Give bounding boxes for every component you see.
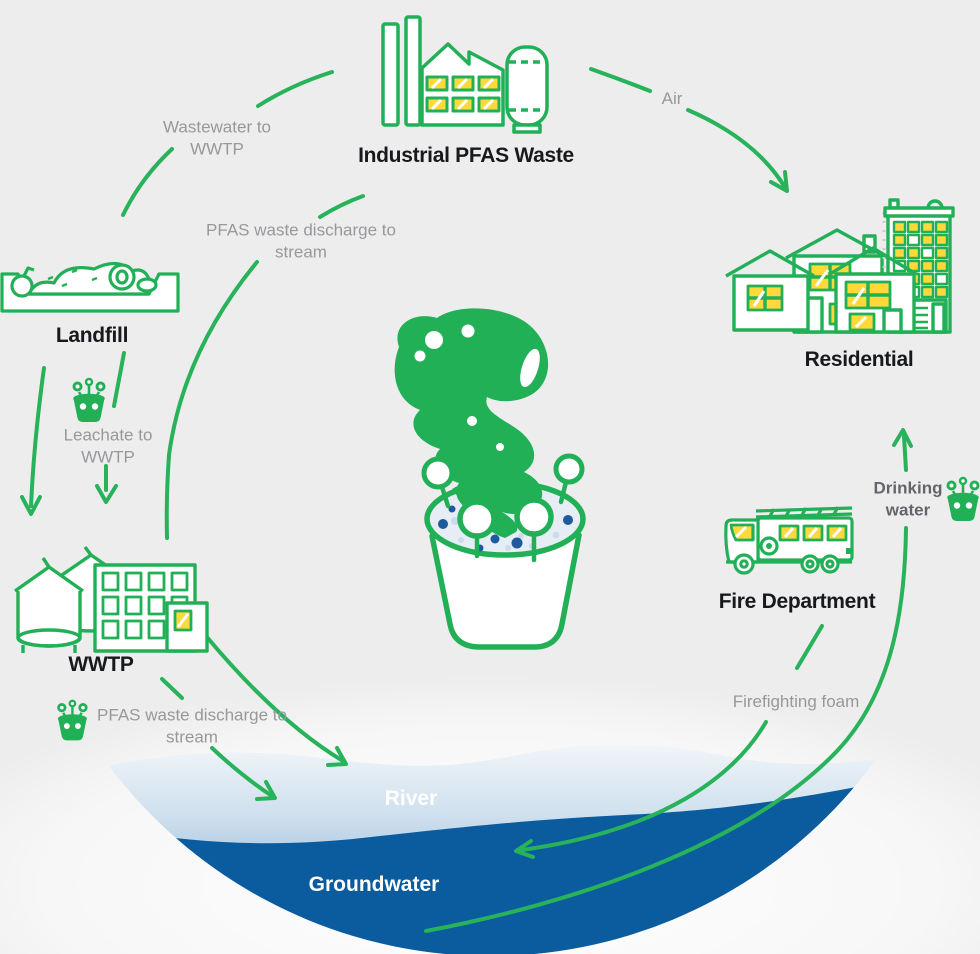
cup-body xyxy=(429,532,582,650)
house-left xyxy=(725,249,815,332)
wwtp-icon xyxy=(14,545,209,653)
label-groundwater: Groundwater xyxy=(308,873,440,896)
landfill-icon xyxy=(0,261,180,313)
label-wastewater-to-wwtp: Wastewater to WWTP xyxy=(162,117,272,159)
wwtp-front-tank xyxy=(14,557,84,653)
label-landfill: Landfill xyxy=(55,324,129,347)
label-leachate-to-wwtp: Leachate to WWTP xyxy=(63,425,153,467)
label-pfas-discharge-lower: PFAS waste discharge to stream xyxy=(97,705,287,747)
house-right xyxy=(829,246,917,334)
label-residential: Residential xyxy=(804,348,914,371)
label-drinking-water: Drinking water xyxy=(873,478,943,520)
label-river: River xyxy=(384,787,438,810)
arrow-leachate-mid xyxy=(95,351,126,504)
arrow-firefighting-foam xyxy=(514,624,824,859)
factory-icon xyxy=(381,15,549,134)
pfas-smoke-cup-illustration xyxy=(394,308,586,650)
arrow-wwtp-to-river xyxy=(204,634,348,767)
arrow-air xyxy=(589,67,789,193)
label-wwtp: WWTP xyxy=(68,653,134,676)
arc-wastewater-to-wwtp xyxy=(121,70,334,217)
smoke-swirl xyxy=(394,308,549,538)
fire-truck-icon xyxy=(724,506,854,575)
label-pfas-discharge-upper: PFAS waste discharge to stream xyxy=(206,220,396,262)
ladder xyxy=(755,506,853,519)
molecule-pins xyxy=(421,453,585,563)
arrow-leachate-left xyxy=(20,366,46,516)
arrow-pfas-discharge-lower xyxy=(160,677,277,801)
label-industrial: Industrial PFAS Waste xyxy=(358,144,574,167)
label-fire-department: Fire Department xyxy=(718,590,876,613)
arc-pfas-discharge-upper xyxy=(164,194,365,540)
label-firefighting-foam: Firefighting foam xyxy=(732,691,860,711)
pfas-bucket-icon-wwtp xyxy=(56,698,89,742)
label-air: Air xyxy=(661,88,683,108)
arrow-drinking-water xyxy=(424,428,913,933)
factory-windows xyxy=(425,75,501,113)
wwtp-building xyxy=(93,563,209,653)
residential-icon xyxy=(725,198,955,334)
pfas-bucket-icon-leachate xyxy=(71,376,107,424)
